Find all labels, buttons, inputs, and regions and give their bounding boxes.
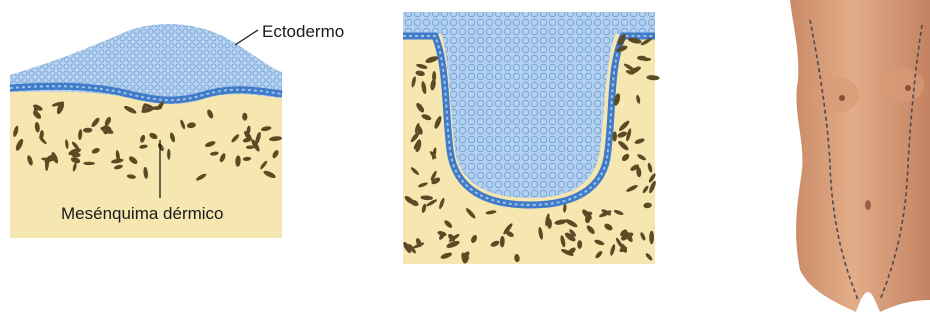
right-nipple bbox=[905, 85, 911, 91]
mesenchymal-cell bbox=[83, 162, 95, 165]
mesenchymal-cell bbox=[649, 231, 654, 244]
torso-body bbox=[790, 0, 930, 312]
left-nipple bbox=[839, 95, 845, 101]
torso-illustration bbox=[780, 0, 930, 320]
bud-illustration bbox=[395, 0, 665, 270]
mesenchyme-label: Mesénquima dérmico bbox=[61, 204, 224, 224]
ectoderm-thickening-figure: Ectodermo Mesénquima dérmico bbox=[0, 0, 380, 250]
milk-line-torso-figure bbox=[780, 0, 930, 320]
mesenchymal-cell bbox=[167, 149, 170, 160]
ectodermal-bud bbox=[440, 28, 617, 198]
left-breast bbox=[811, 77, 859, 113]
right-breast bbox=[880, 68, 924, 102]
navel bbox=[865, 200, 871, 210]
ectoderm-label: Ectodermo bbox=[262, 22, 344, 42]
mammary-bud-figure bbox=[395, 0, 665, 270]
ectoderm-pointer bbox=[235, 30, 258, 45]
